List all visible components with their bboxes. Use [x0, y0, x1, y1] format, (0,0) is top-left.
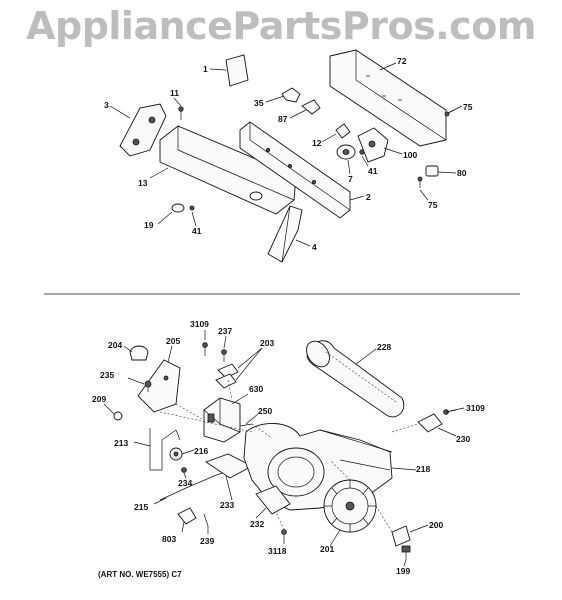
- assembly-lines: [159, 379, 419, 533]
- label-75-top: 75: [463, 102, 473, 112]
- part-213-switch[interactable]: [149, 428, 181, 471]
- part-205-bracket[interactable]: [137, 359, 181, 413]
- label-1: 1: [203, 64, 208, 74]
- label-200: 200: [429, 520, 443, 530]
- label-237: 237: [218, 326, 232, 336]
- label-12: 12: [312, 138, 322, 148]
- label-11: 11: [170, 88, 179, 98]
- part-3109-screw-top[interactable]: [202, 342, 208, 356]
- label-203: 203: [260, 338, 274, 348]
- part-12-knob[interactable]: [335, 123, 351, 139]
- label-228: 228: [377, 342, 391, 352]
- part-13-control-panel[interactable]: [159, 125, 297, 215]
- part-7-knob[interactable]: [336, 144, 356, 160]
- leader-lines-bottom: [103, 330, 465, 567]
- leader-lines-top: [109, 62, 463, 247]
- part-72-backsplash[interactable]: [329, 49, 447, 147]
- label-216: 216: [194, 446, 208, 456]
- label-218: 218: [416, 464, 430, 474]
- part-204-clamp[interactable]: [129, 345, 149, 361]
- label-41-top: 41: [368, 166, 378, 176]
- label-3: 3: [104, 100, 109, 110]
- label-80: 80: [457, 168, 467, 178]
- label-4: 4: [312, 242, 317, 252]
- part-87-clip[interactable]: [301, 99, 321, 115]
- part-labels: 1 72 11 3 35 75 87 12 100 41 7 80 13 2 7…: [92, 56, 485, 576]
- label-2: 2: [366, 192, 371, 202]
- part-80-switch[interactable]: [425, 165, 439, 177]
- part-35-clip[interactable]: [281, 87, 301, 103]
- part-230-thermostat[interactable]: [417, 413, 443, 433]
- label-239: 239: [200, 536, 214, 546]
- label-230: 230: [456, 434, 470, 444]
- part-19-button[interactable]: [171, 203, 185, 213]
- part-199-screw[interactable]: [401, 545, 411, 560]
- part-234-screw[interactable]: [181, 467, 187, 473]
- label-250: 250: [258, 406, 272, 416]
- part-250-shaft[interactable]: [239, 423, 253, 427]
- part-232-gasket[interactable]: [255, 485, 291, 515]
- label-213: 213: [114, 438, 128, 448]
- part-803-clip[interactable]: [177, 507, 197, 525]
- part-216-pulley[interactable]: [169, 447, 183, 461]
- label-72: 72: [397, 56, 407, 66]
- label-100: 100: [403, 150, 417, 160]
- art-number-caption: (ART NO. WE7555) C7: [98, 570, 182, 579]
- label-803: 803: [162, 534, 176, 544]
- label-233: 233: [220, 500, 234, 510]
- part-100-timer[interactable]: [357, 127, 389, 163]
- part-11-screw[interactable]: [178, 106, 184, 120]
- label-234: 234: [178, 478, 192, 488]
- part-235-screw[interactable]: [144, 380, 152, 392]
- label-205: 205: [166, 336, 180, 346]
- part-203-clips[interactable]: [215, 363, 239, 389]
- part-4-bracket[interactable]: [267, 205, 303, 263]
- part-630-motor[interactable]: [203, 397, 241, 443]
- label-215: 215: [134, 502, 148, 512]
- watermark: AppliancePartsPros.com: [26, 4, 536, 48]
- part-1-card[interactable]: [225, 54, 249, 87]
- label-232: 232: [250, 519, 264, 529]
- part-75-screw-lower[interactable]: [417, 176, 423, 188]
- part-239-pin[interactable]: [203, 513, 209, 527]
- label-13: 13: [138, 178, 148, 188]
- label-3109-right: 3109: [466, 403, 485, 413]
- label-7: 7: [348, 174, 353, 184]
- part-3118-screw[interactable]: [281, 529, 287, 535]
- label-3109-top: 3109: [190, 319, 209, 329]
- label-41-lower: 41: [192, 226, 202, 236]
- label-3118: 3118: [268, 546, 287, 556]
- part-209-nut[interactable]: [113, 411, 123, 421]
- label-19: 19: [144, 220, 154, 230]
- label-235: 235: [100, 370, 114, 380]
- part-2-panel-rail[interactable]: [239, 121, 351, 219]
- part-228-duct[interactable]: [302, 337, 405, 418]
- label-201: 201: [320, 544, 334, 554]
- part-200-clip[interactable]: [391, 525, 411, 547]
- label-204: 204: [108, 340, 122, 350]
- label-75-lower: 75: [428, 200, 438, 210]
- part-237-screw[interactable]: [221, 349, 227, 362]
- label-209: 209: [92, 394, 106, 404]
- label-630: 630: [249, 384, 263, 394]
- label-35: 35: [254, 98, 264, 108]
- label-87: 87: [278, 114, 288, 124]
- part-41-screw-lower[interactable]: [189, 205, 195, 211]
- label-199: 199: [396, 566, 410, 576]
- part-201-blower-wheel[interactable]: [323, 479, 377, 533]
- part-3-end-cap[interactable]: [119, 103, 167, 157]
